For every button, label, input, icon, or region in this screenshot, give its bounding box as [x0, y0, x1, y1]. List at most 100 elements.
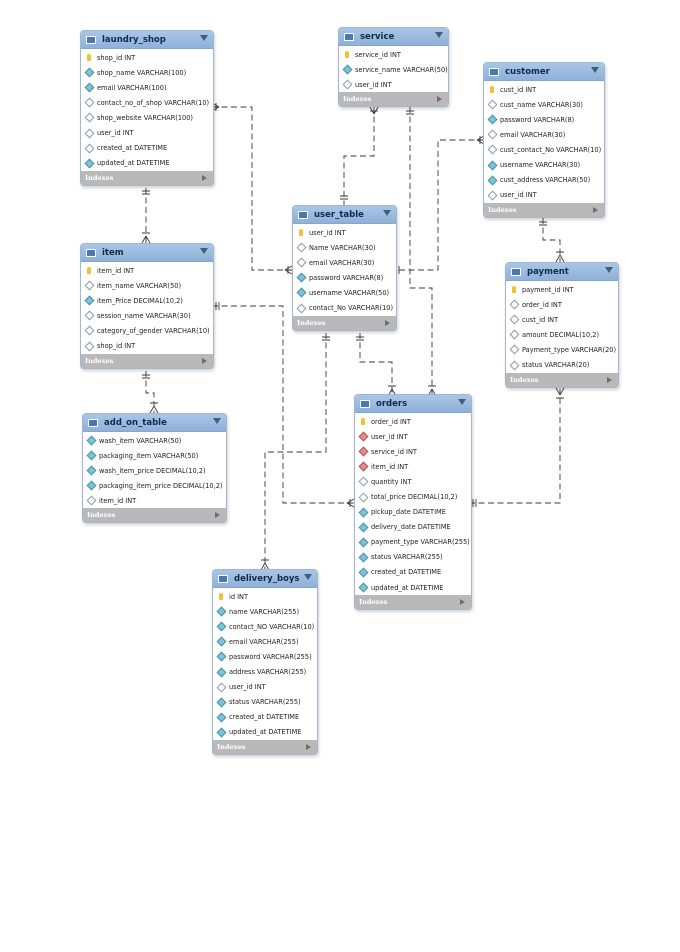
- column-row[interactable]: address VARCHAR(255): [213, 664, 317, 679]
- table-header[interactable]: add_on_table: [83, 414, 226, 432]
- column-row[interactable]: email VARCHAR(30): [293, 255, 396, 270]
- collapse-chevron-icon[interactable]: [304, 574, 312, 580]
- indexes-section[interactable]: Indexes: [293, 315, 396, 330]
- column-row[interactable]: item_name VARCHAR(50): [81, 278, 213, 293]
- indexes-section[interactable]: Indexes: [81, 353, 213, 368]
- indexes-section[interactable]: Indexes: [355, 595, 471, 610]
- column-row[interactable]: delivery_date DATETIME: [355, 520, 471, 535]
- column-row[interactable]: updated_at DATETIME: [355, 580, 471, 595]
- column-row[interactable]: email VARCHAR(30): [484, 127, 604, 142]
- column-row[interactable]: Name VARCHAR(30): [293, 240, 396, 255]
- collapse-chevron-icon[interactable]: [591, 67, 599, 73]
- table-header[interactable]: user_table: [293, 206, 396, 224]
- column-row[interactable]: packaging_item VARCHAR(50): [83, 448, 226, 463]
- expand-arrow-icon[interactable]: [460, 599, 465, 606]
- column-row[interactable]: status VARCHAR(255): [355, 550, 471, 565]
- indexes-section[interactable]: Indexes: [81, 170, 213, 185]
- column-row[interactable]: user_id INT: [339, 77, 448, 92]
- table-header[interactable]: service: [339, 28, 448, 46]
- column-row[interactable]: contact_No VARCHAR(10): [293, 300, 396, 315]
- column-row[interactable]: session_name VARCHAR(30): [81, 308, 213, 323]
- expand-arrow-icon[interactable]: [306, 743, 311, 750]
- collapse-chevron-icon[interactable]: [200, 35, 208, 41]
- column-row[interactable]: contact_no_of_shop VARCHAR(10): [81, 95, 213, 110]
- collapse-chevron-icon[interactable]: [213, 418, 221, 424]
- column-row[interactable]: user_id INT: [213, 680, 317, 695]
- expand-arrow-icon[interactable]: [202, 174, 207, 181]
- column-row[interactable]: order_id INT: [506, 297, 618, 312]
- expand-arrow-icon[interactable]: [385, 319, 390, 326]
- table-header[interactable]: payment: [506, 263, 618, 281]
- expand-arrow-icon[interactable]: [607, 376, 612, 383]
- collapse-chevron-icon[interactable]: [458, 399, 466, 405]
- column-row[interactable]: shop_name VARCHAR(100): [81, 65, 213, 80]
- expand-arrow-icon[interactable]: [215, 512, 220, 519]
- column-row[interactable]: amount DECIMAL(10,2): [506, 327, 618, 342]
- column-row[interactable]: status VARCHAR(255): [213, 695, 317, 710]
- column-row[interactable]: payment_id INT: [506, 282, 618, 297]
- column-row[interactable]: name VARCHAR(255): [213, 604, 317, 619]
- column-row[interactable]: user_id INT: [355, 429, 471, 444]
- expand-arrow-icon[interactable]: [437, 96, 442, 103]
- column-row[interactable]: cust_address VARCHAR(50): [484, 173, 604, 188]
- column-row[interactable]: quantity INT: [355, 474, 471, 489]
- column-row[interactable]: username VARCHAR(50): [293, 285, 396, 300]
- collapse-chevron-icon[interactable]: [435, 32, 443, 38]
- column-row[interactable]: packaging_item_price DECIMAL(10,2): [83, 478, 226, 493]
- table-header[interactable]: orders: [355, 395, 471, 413]
- table-header[interactable]: laundry_shop: [81, 31, 213, 49]
- column-row[interactable]: cust_contact_No VARCHAR(10): [484, 142, 604, 157]
- column-row[interactable]: category_of_gender VARCHAR(10): [81, 323, 213, 338]
- table-header[interactable]: customer: [484, 63, 604, 81]
- column-row[interactable]: cust_name VARCHAR(30): [484, 97, 604, 112]
- column-row[interactable]: Payment_type VARCHAR(20): [506, 342, 618, 357]
- column-row[interactable]: wash_item VARCHAR(50): [83, 433, 226, 448]
- indexes-section[interactable]: Indexes: [83, 508, 226, 523]
- collapse-chevron-icon[interactable]: [383, 210, 391, 216]
- table-header[interactable]: item: [81, 244, 213, 262]
- column-row[interactable]: cust_id INT: [484, 82, 604, 97]
- indexes-section[interactable]: Indexes: [506, 372, 618, 387]
- column-row[interactable]: service_id INT: [339, 47, 448, 62]
- column-row[interactable]: created_at DATETIME: [81, 141, 213, 156]
- column-row[interactable]: password VARCHAR(255): [213, 649, 317, 664]
- indexes-section[interactable]: Indexes: [339, 92, 448, 107]
- column-row[interactable]: item_Price DECIMAL(10,2): [81, 293, 213, 308]
- column-row[interactable]: password VARCHAR(8): [293, 270, 396, 285]
- column-row[interactable]: user_id INT: [81, 125, 213, 140]
- column-row[interactable]: updated_at DATETIME: [81, 156, 213, 171]
- column-row[interactable]: payment_type VARCHAR(255): [355, 535, 471, 550]
- expand-arrow-icon[interactable]: [202, 357, 207, 364]
- column-row[interactable]: user_id INT: [484, 188, 604, 203]
- column-row[interactable]: service_name VARCHAR(50): [339, 62, 448, 77]
- collapse-chevron-icon[interactable]: [200, 248, 208, 254]
- column-row[interactable]: item_id INT: [83, 493, 226, 508]
- column-row[interactable]: email VARCHAR(255): [213, 634, 317, 649]
- column-row[interactable]: status VARCHAR(20): [506, 357, 618, 372]
- column-row[interactable]: contact_NO VARCHAR(10): [213, 619, 317, 634]
- indexes-section[interactable]: Indexes: [484, 202, 604, 217]
- column-row[interactable]: item_id INT: [355, 459, 471, 474]
- column-row[interactable]: email VARCHAR(100): [81, 80, 213, 95]
- column-row[interactable]: created_at DATETIME: [355, 565, 471, 580]
- column-row[interactable]: shop_website VARCHAR(100): [81, 110, 213, 125]
- column-row[interactable]: user_id INT: [293, 225, 396, 240]
- column-row[interactable]: created_at DATETIME: [213, 710, 317, 725]
- collapse-chevron-icon[interactable]: [605, 267, 613, 273]
- expand-arrow-icon[interactable]: [593, 206, 598, 213]
- column-row[interactable]: wash_item_price DECIMAL(10,2): [83, 463, 226, 478]
- column-row[interactable]: shop_id INT: [81, 338, 213, 353]
- column-row[interactable]: cust_id INT: [506, 312, 618, 327]
- table-header[interactable]: delivery_boys: [213, 570, 317, 588]
- column-row[interactable]: id INT: [213, 589, 317, 604]
- column-row[interactable]: password VARCHAR(8): [484, 112, 604, 127]
- column-row[interactable]: service_id INT: [355, 444, 471, 459]
- column-row[interactable]: item_id INT: [81, 263, 213, 278]
